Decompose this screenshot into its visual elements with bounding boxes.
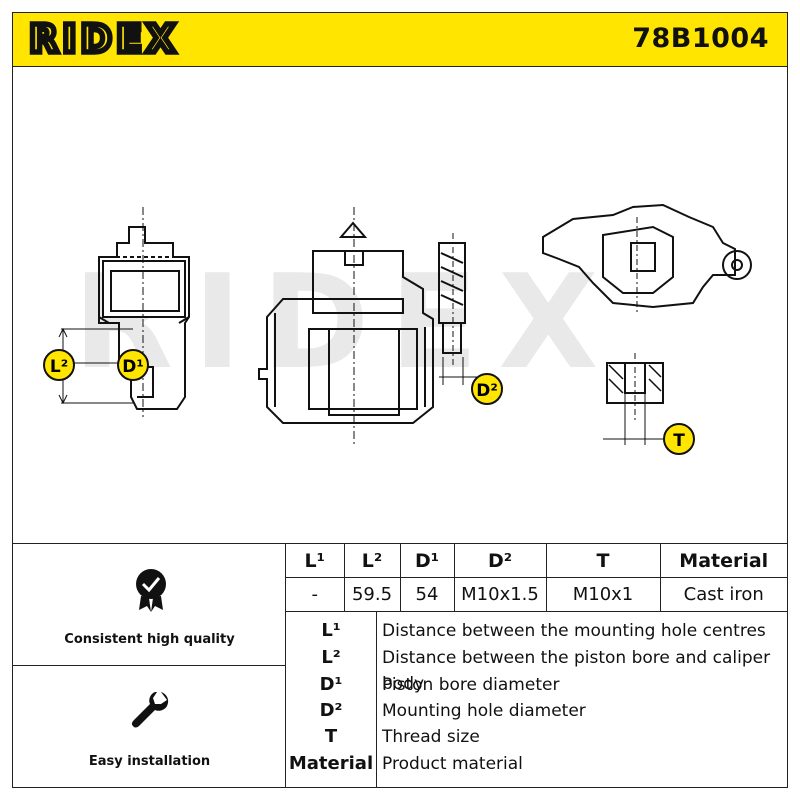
spec-header-material: Material xyxy=(659,544,787,578)
spec-header-l2: L² xyxy=(343,544,401,578)
features-column: Consistent high quality Easy installatio… xyxy=(13,544,286,788)
brand-logo: RIDEX xyxy=(26,14,197,64)
technical-drawing: RIDEX L² D¹ xyxy=(13,67,787,545)
badge-l2 xyxy=(43,349,75,381)
legend-key: T xyxy=(324,726,338,747)
top-view xyxy=(542,203,752,315)
dimension-l2 xyxy=(58,327,133,405)
legend-item: D² Mounting hole diameter xyxy=(286,698,787,724)
spec-value-d2: M10x1.5 xyxy=(453,577,547,612)
front-view xyxy=(258,207,434,447)
legend-key: D¹ xyxy=(319,674,343,695)
legend: L¹ Distance between the mounting hole ce… xyxy=(286,612,787,788)
feature-quality-label: Consistent high quality xyxy=(64,632,235,647)
spec-header-t: T xyxy=(545,544,661,578)
spec-header-d2: D² xyxy=(453,544,547,578)
specs-value-row: - 59.5 54 M10x1.5 M10x1 Cast iron xyxy=(286,577,787,612)
legend-item: D¹ Piston bore diameter xyxy=(286,672,787,698)
legend-item: L² Distance between the piston bore and … xyxy=(286,645,787,694)
brand-logo-text: RIDEX xyxy=(29,19,179,59)
datasheet-frame: RIDEX 78B1004 RIDEX xyxy=(12,12,788,788)
legend-key: D² xyxy=(319,700,343,721)
drawing-divider xyxy=(13,543,787,544)
legend-text: Product material xyxy=(382,754,523,774)
legend-text: Distance between the mounting hole centr… xyxy=(382,621,766,641)
legend-text: Thread size xyxy=(382,727,480,747)
header-bar: RIDEX 78B1004 xyxy=(13,13,787,67)
badge-l2-label: L² xyxy=(50,357,68,377)
spec-value-t: M10x1 xyxy=(545,577,661,612)
mounting-bolt xyxy=(438,233,489,385)
badge-d2-label: D² xyxy=(476,381,498,401)
spec-value-material: Cast iron xyxy=(659,577,787,612)
legend-text: Distance between the piston bore and cal… xyxy=(382,648,771,694)
feature-quality: Consistent high quality xyxy=(13,544,286,665)
thread-detail xyxy=(603,353,664,445)
quality-badge-icon xyxy=(136,569,166,612)
spec-value-l1: - xyxy=(286,577,345,612)
specs-table: L¹ L² D¹ D² T Material - 59.5 54 M10x1.5… xyxy=(286,544,787,612)
legend-item: Material Product material xyxy=(286,751,787,777)
badge-d2 xyxy=(471,373,503,405)
legend-item: L¹ Distance between the mounting hole ce… xyxy=(286,618,787,644)
legend-text: Mounting hole diameter xyxy=(382,701,586,721)
feature-installation-label: Easy installation xyxy=(88,754,211,769)
legend-item: T Thread size xyxy=(286,724,787,750)
spec-value-l2: 59.5 xyxy=(343,577,401,612)
spec-value-d1: 54 xyxy=(399,577,455,612)
feature-installation: Easy installation xyxy=(13,666,286,788)
legend-key: L¹ xyxy=(321,620,341,641)
legend-text: Piston bore diameter xyxy=(382,675,560,695)
legend-key: L² xyxy=(321,647,341,668)
feature-divider xyxy=(13,665,285,666)
badge-t xyxy=(663,423,695,455)
badge-d1-label: D¹ xyxy=(122,357,144,377)
badge-d1 xyxy=(117,349,149,381)
part-number: 78B1004 xyxy=(632,23,769,54)
badge-t-label: T xyxy=(673,431,685,451)
specs-header-row: L¹ L² D¹ D² T Material xyxy=(286,544,787,578)
spec-header-l1: L¹ xyxy=(286,544,345,578)
legend-key: Material xyxy=(288,753,374,774)
wrench-icon xyxy=(131,692,169,728)
spec-header-d1: D¹ xyxy=(399,544,455,578)
legend-separator xyxy=(376,612,377,788)
